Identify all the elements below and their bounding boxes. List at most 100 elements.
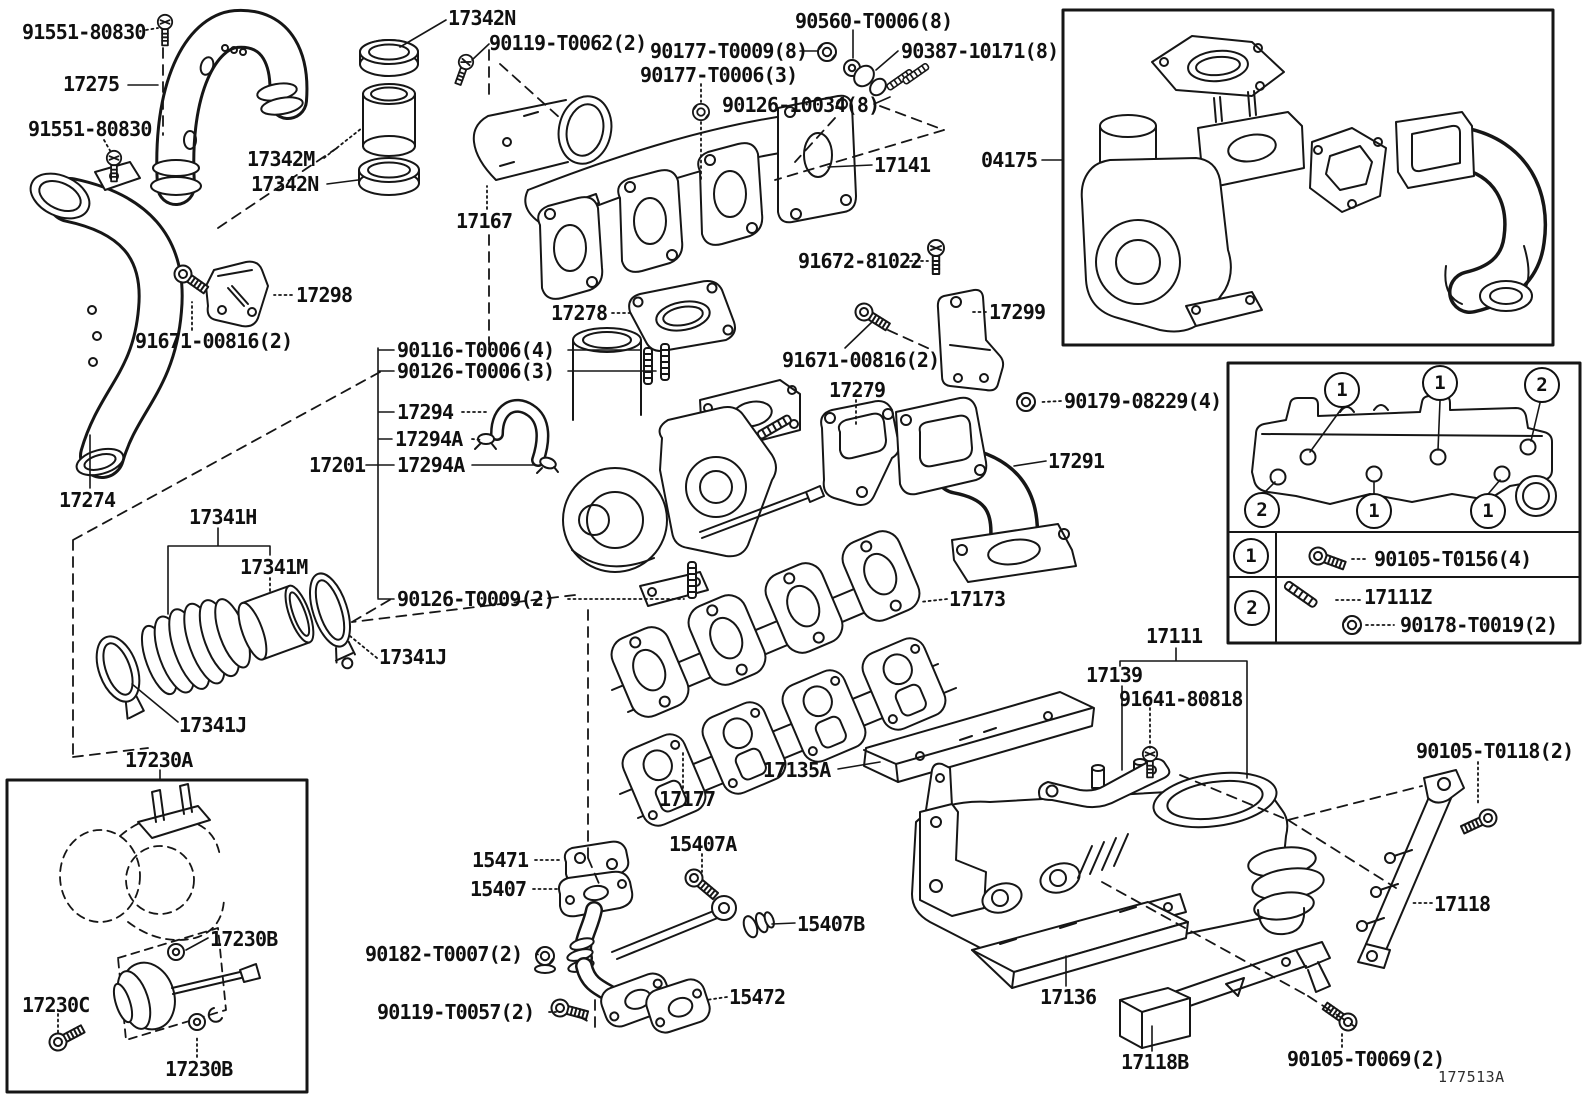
- part-label-15471: 15471: [472, 848, 529, 872]
- part-label-90105-T0118(2): 90105-T0118(2): [1416, 739, 1574, 763]
- bolt-icon: [1458, 805, 1501, 839]
- turbocharger-17201: [562, 327, 825, 607]
- stud-icon: [687, 561, 697, 599]
- gasket-17278: [628, 280, 736, 352]
- callout-marker-2: 2: [1234, 590, 1270, 626]
- legend-part-number: 90178-T0019(2): [1400, 613, 1558, 637]
- stay-17135a: [863, 691, 1095, 783]
- part-label-17135A: 17135A: [763, 758, 831, 782]
- part-label-17275: 17275: [63, 72, 120, 96]
- part-label-17167: 17167: [456, 209, 513, 233]
- manifold-callout-drawing: [1251, 395, 1557, 517]
- gasket-17173: [610, 530, 921, 718]
- clip-17294a: [474, 433, 559, 474]
- nut-icon: [692, 103, 710, 121]
- part-label-17341M: 17341M: [240, 555, 308, 579]
- actuator-detail-box: [5, 778, 309, 1094]
- injector-rail-17118: [1356, 769, 1465, 969]
- callout-marker-1: 1: [1233, 538, 1269, 574]
- part-label-17341J: 17341J: [379, 645, 447, 669]
- part-label-17294A: 17294A: [395, 427, 463, 451]
- hose-clamp-17342n-bottom: [358, 157, 420, 196]
- bracket-17299: [936, 288, 1005, 392]
- washer-icon: [188, 1013, 206, 1031]
- stud-icon: [660, 343, 670, 381]
- callout-marker-1: 1: [1324, 372, 1360, 408]
- turbo-actuator-detail: [59, 783, 261, 1041]
- part-label-17278: 17278: [551, 301, 608, 325]
- nut-icon: [1016, 392, 1036, 412]
- part-label-17111: 17111: [1146, 624, 1203, 648]
- part-label-90177-T0009(8): 90177-T0009(8): [650, 39, 808, 63]
- part-label-90179-08229(4): 90179-08229(4): [1064, 389, 1222, 413]
- part-label-17177: 17177: [659, 787, 716, 811]
- part-label-90560-T0006(8): 90560-T0006(8): [795, 9, 953, 33]
- part-label-90126-10034(8): 90126-10034(8): [722, 93, 880, 117]
- construction-lines: [72, 47, 1423, 1029]
- part-label-90126-T0006(3): 90126-T0006(3): [397, 359, 555, 383]
- part-label-17299: 17299: [989, 300, 1046, 324]
- stud-icon: [1282, 579, 1319, 609]
- part-label-15407A: 15407A: [669, 832, 737, 856]
- bolt-detail-panel: [1226, 361, 1582, 645]
- part-label-91641-80818: 91641-80818: [1119, 687, 1243, 711]
- part-label-91672-81022: 91672-81022: [798, 249, 922, 273]
- frames: [5, 8, 1582, 1094]
- part-label-90177-T0006(3): 90177-T0006(3): [640, 63, 798, 87]
- part-label-90126-T0009(2): 90126-T0009(2): [397, 587, 555, 611]
- dotted-leaders: [57, 27, 1479, 1058]
- part-label-90116-T0006(4): 90116-T0006(4): [397, 338, 555, 362]
- part-label-91671-00816(2): 91671-00816(2): [782, 348, 940, 372]
- part-label-17118: 17118: [1434, 892, 1491, 916]
- outlet-pipe-17291: [895, 396, 1077, 583]
- washer-icon: [167, 943, 185, 961]
- part-label-17294: 17294: [397, 400, 454, 424]
- part-label-15407: 15407: [470, 877, 527, 901]
- leader-lines: [89, 19, 1248, 1052]
- part-label-17341H: 17341H: [189, 505, 257, 529]
- part-label-17342N: 17342N: [448, 6, 516, 30]
- part-label-17274: 17274: [59, 488, 116, 512]
- bracket-17298: [205, 260, 269, 328]
- bolt-icon: [851, 299, 894, 336]
- callout-marker-2: 2: [1524, 367, 1560, 403]
- screw-icon: [450, 51, 477, 88]
- oil-pipe-assembly: [558, 840, 737, 1028]
- gasket-17177: [619, 637, 957, 827]
- hose-17294: [490, 398, 550, 467]
- part-label-90119-T0057(2): 90119-T0057(2): [377, 1000, 535, 1024]
- part-label-17139: 17139: [1086, 663, 1143, 687]
- intake-manifold-17111: [911, 758, 1325, 966]
- screw-icon: [156, 13, 174, 47]
- part-label-17341J: 17341J: [179, 713, 247, 737]
- part-label-90387-10171(8): 90387-10171(8): [901, 39, 1059, 63]
- part-label-17141: 17141: [874, 153, 931, 177]
- turbo-kit-contents: [1080, 35, 1547, 333]
- part-label-17298: 17298: [296, 283, 353, 307]
- bolt-icon: [1306, 544, 1349, 575]
- part-label-04175: 04175: [981, 148, 1038, 172]
- part-label-17230B: 17230B: [210, 927, 278, 951]
- legend-part-number: 17111Z: [1364, 585, 1432, 609]
- callout-marker-2: 2: [1244, 492, 1280, 528]
- gasket-17279: [820, 400, 901, 506]
- callout-marker-1: 1: [1470, 493, 1506, 529]
- stud-icon: [643, 347, 653, 385]
- callout-marker-1: 1: [1422, 365, 1458, 401]
- bracket-17118b: [1119, 941, 1331, 1049]
- part-label-17136: 17136: [1040, 985, 1097, 1009]
- part-label-17342M: 17342M: [247, 147, 315, 171]
- bolt-icon: [45, 1020, 88, 1055]
- screw-icon: [927, 239, 945, 275]
- air-pipe-17274: [29, 161, 184, 479]
- part-label-17294A: 17294A: [397, 453, 465, 477]
- part-label-91671-00816(2): 91671-00816(2): [135, 329, 293, 353]
- hose-17342m: [362, 83, 416, 157]
- part-label-90182-T0007(2): 90182-T0007(2): [365, 942, 523, 966]
- part-label-17118B: 17118B: [1121, 1050, 1189, 1074]
- part-label-91551-80830: 91551-80830: [22, 20, 146, 44]
- part-label-91551-80830: 91551-80830: [28, 117, 152, 141]
- part-label-15472: 15472: [729, 985, 786, 1009]
